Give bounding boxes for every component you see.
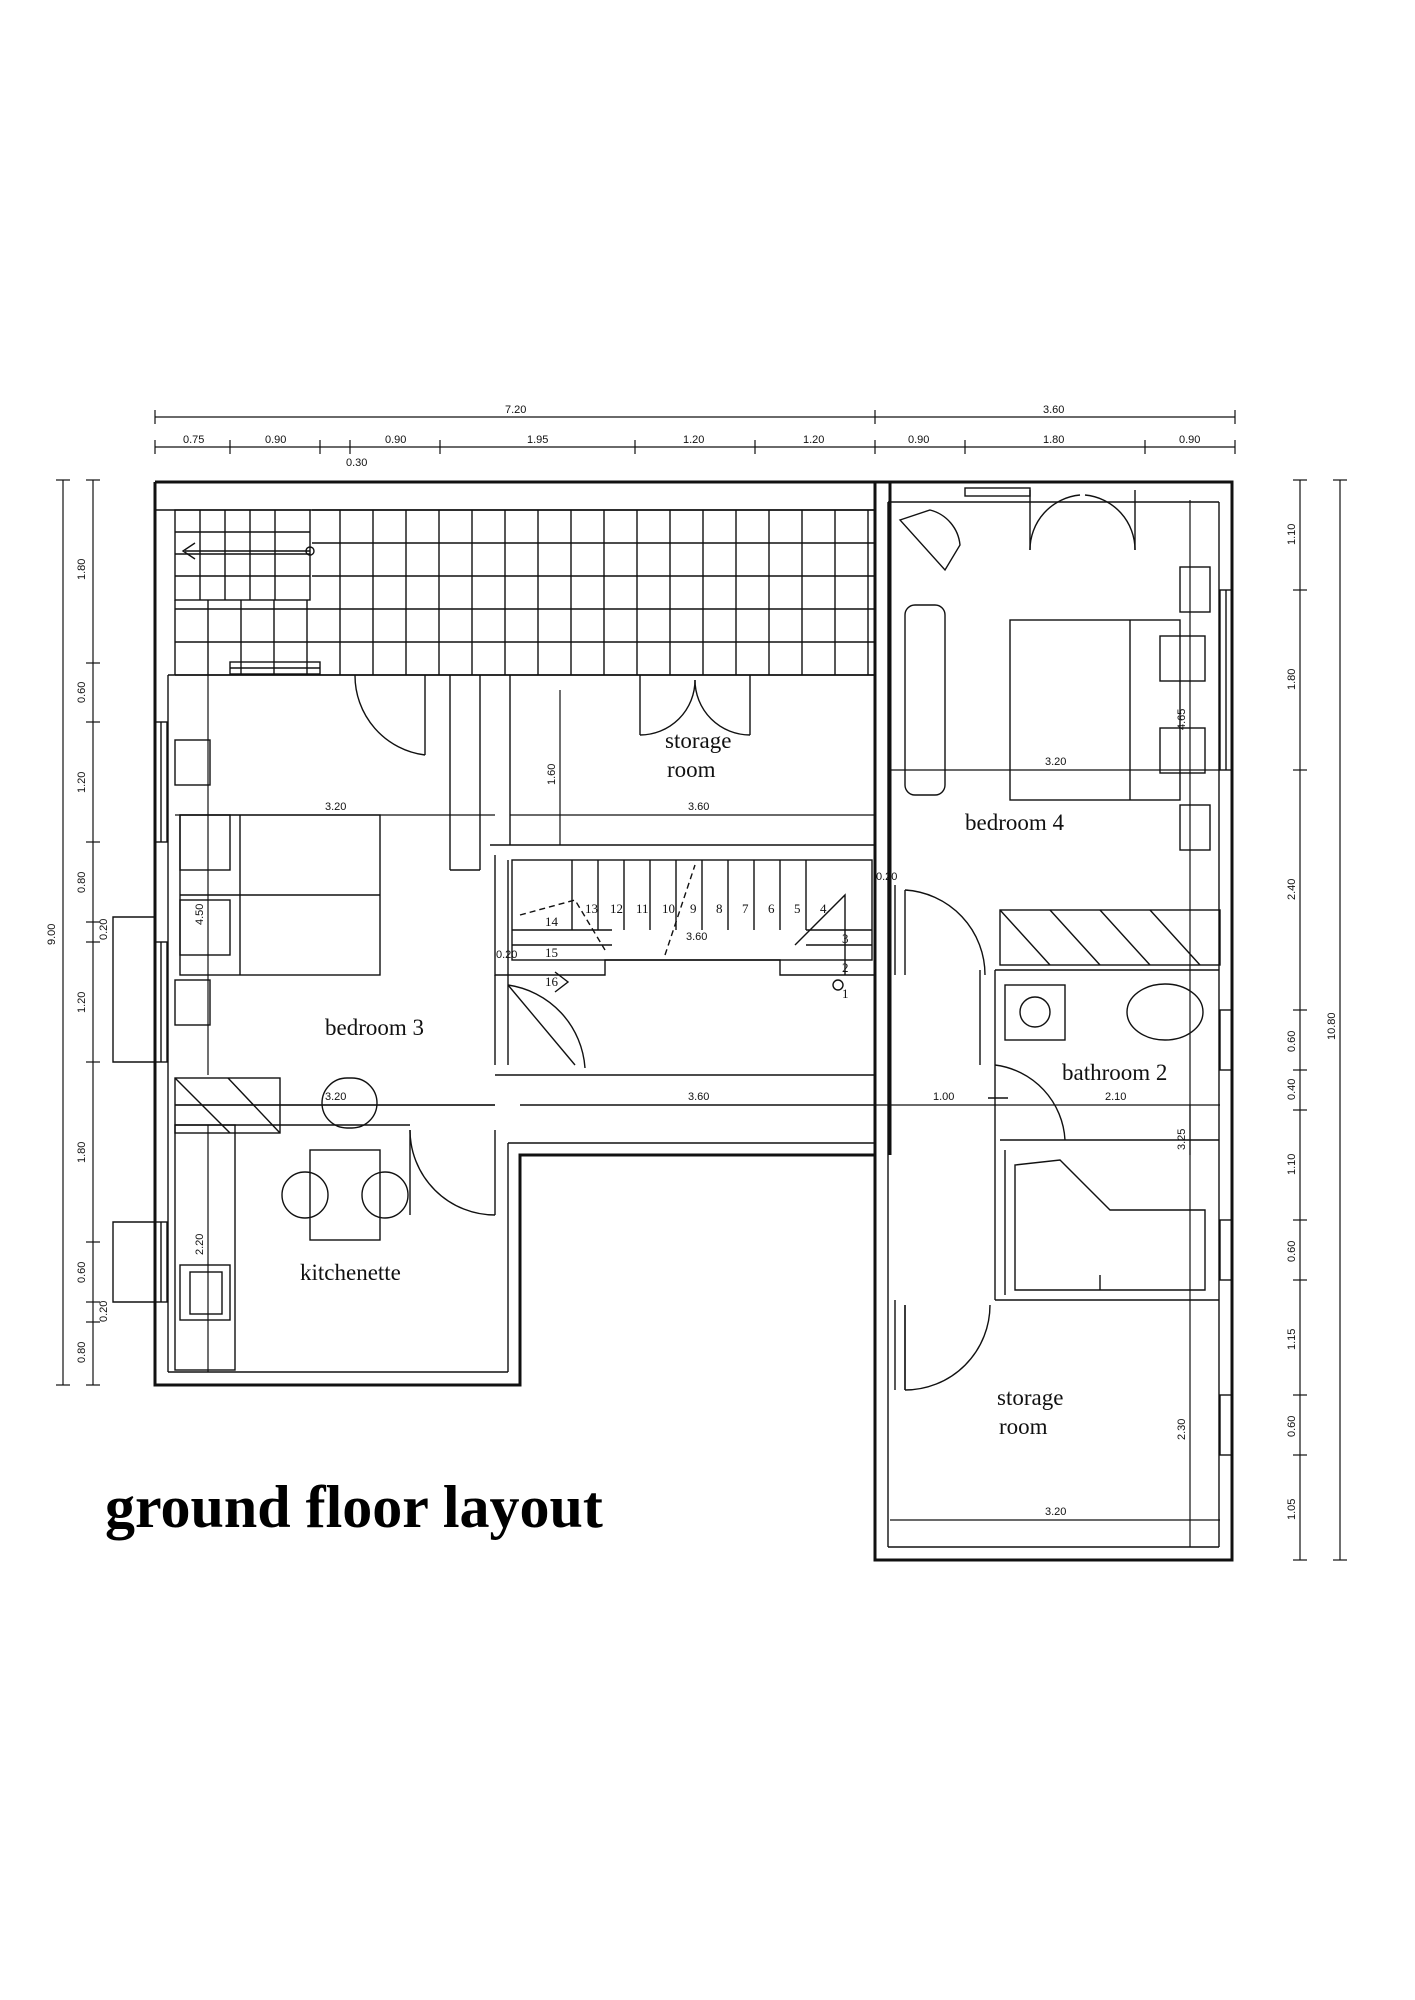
step-7: 7 — [742, 901, 749, 916]
room-label-storage-top-1: storage — [665, 728, 731, 753]
step-12: 12 — [610, 901, 623, 916]
dim-right-seg-4: 0.60 — [1286, 1031, 1298, 1052]
dim-top-overall-right: 3.60 — [1043, 404, 1064, 416]
dim-stair-small-left: 0.20 — [496, 949, 517, 961]
dim-top-seg-9: 0.90 — [1179, 434, 1200, 446]
step-9: 9 — [690, 901, 697, 916]
dim-right-seg-5: 0.40 — [1286, 1079, 1298, 1100]
dim-right-seg-6: 1.10 — [1286, 1154, 1298, 1175]
step-13: 13 — [585, 901, 598, 916]
dim-top-seg-5: 1.20 — [683, 434, 704, 446]
right-dimensions: 1.10 1.80 2.40 0.60 0.40 1.10 0.60 1.15 … — [1286, 479, 1347, 1561]
room-label-storage-top-2: room — [667, 757, 716, 782]
main-stair — [511, 859, 873, 993]
step-15: 15 — [545, 945, 558, 960]
dim-top-seg-2: 0.90 — [265, 434, 286, 446]
step-1: 1 — [842, 986, 849, 1001]
dim-top-seg-3: 0.90 — [385, 434, 406, 446]
dim-right-seg-1: 1.10 — [1286, 524, 1298, 545]
dim-stair-width: 3.60 — [686, 931, 707, 943]
dim-right-seg-9: 0.60 — [1286, 1416, 1298, 1437]
dim-right-seg-7: 0.60 — [1286, 1241, 1298, 1262]
room-label-bedroom-3: bedroom 3 — [325, 1015, 424, 1040]
dim-storage-width: 3.60 — [688, 801, 709, 813]
dim-corridor-door: 1.00 — [933, 1091, 954, 1103]
dim-left-seg-10: 0.80 — [76, 1342, 88, 1363]
dim-left-seg-8: 0.60 — [76, 1262, 88, 1283]
step-14: 14 — [545, 914, 559, 929]
dim-bedroom4-width: 3.20 — [1045, 756, 1066, 768]
entry-stair — [174, 509, 315, 601]
room-label-kitchenette: kitchenette — [300, 1260, 401, 1285]
step-8: 8 — [716, 901, 723, 916]
dim-right-overall: 10.80 — [1326, 1012, 1338, 1040]
step-10: 10 — [662, 901, 675, 916]
dim-left-seg-4: 0.80 — [76, 872, 88, 893]
plan-title: ground floor layout — [105, 1474, 603, 1540]
kitchen-table — [309, 1149, 381, 1241]
room-label-storage-bottom-1: storage — [997, 1385, 1063, 1410]
dim-storage-bottom-height: 2.30 — [1176, 1419, 1188, 1440]
dim-kitchen-height: 2.20 — [194, 1234, 206, 1255]
step-6: 6 — [768, 901, 775, 916]
dim-top-small: 0.30 — [346, 457, 367, 469]
dim-right-seg-8: 1.15 — [1286, 1329, 1298, 1350]
room-labels: storage room bedroom 4 bedroom 3 bathroo… — [300, 728, 1167, 1439]
step-5: 5 — [794, 901, 801, 916]
exterior-walls — [153, 480, 1234, 1562]
room-label-bedroom-4: bedroom 4 — [965, 810, 1065, 835]
dim-top-seg-1: 0.75 — [183, 434, 204, 446]
dim-right-seg-3: 2.40 — [1286, 879, 1298, 900]
dim-top-overall-left: 7.20 — [505, 404, 526, 416]
windows — [154, 487, 1233, 1456]
room-label-bathroom-2: bathroom 2 — [1062, 1060, 1167, 1085]
dim-storage-height: 1.60 — [546, 764, 558, 785]
dim-top-seg-4: 1.95 — [527, 434, 548, 446]
stair-numbers: 13 12 11 10 9 8 7 6 5 4 14 15 16 3 2 1 — [545, 901, 849, 1001]
dim-left-overall: 9.00 — [46, 924, 58, 945]
top-dimensions: 7.20 3.60 0.75 0.90 0.90 1.95 1.20 1.20 … — [154, 404, 1236, 469]
dim-right-seg-10: 1.05 — [1286, 1499, 1298, 1520]
dim-bedroom4-height: 4.65 — [1176, 709, 1188, 730]
dim-left-seg-6: 1.20 — [76, 992, 88, 1013]
dim-left-seg-7: 1.80 — [76, 1142, 88, 1163]
step-3: 3 — [842, 931, 849, 946]
dim-right-seg-2: 1.80 — [1286, 669, 1298, 690]
dim-bedroom3-height: 4.50 — [194, 904, 206, 925]
dim-top-seg-6: 1.20 — [803, 434, 824, 446]
dim-bedroom3-width: 3.20 — [325, 801, 346, 813]
step-16: 16 — [545, 974, 559, 989]
dim-left-seg-3: 1.20 — [76, 772, 88, 793]
left-dimensions: 9.00 1.80 0.60 1.20 0.80 0.20 1.20 1.80 … — [46, 479, 155, 1386]
room-label-storage-bottom-2: room — [999, 1414, 1048, 1439]
doors — [354, 490, 1136, 1391]
dim-storage-bottom-width: 3.20 — [1045, 1506, 1066, 1518]
dim-left-seg-5: 0.20 — [98, 919, 110, 940]
dim-corridor-bedroom3: 3.20 — [325, 1091, 346, 1103]
step-4: 4 — [820, 901, 827, 916]
dim-corridor-mid: 3.60 — [688, 1091, 709, 1103]
dim-stair-small-right: 0.20 — [876, 871, 897, 883]
dim-top-seg-8: 1.80 — [1043, 434, 1064, 446]
bed-bedroom-4 — [1009, 619, 1181, 801]
interior-dimensions: 3.20 4.50 1.60 3.60 3.20 4.65 0.20 0.20 … — [175, 500, 1220, 1547]
dim-left-seg-1: 1.80 — [76, 559, 88, 580]
dim-bathroom-width: 2.10 — [1105, 1091, 1126, 1103]
dim-top-seg-7: 0.90 — [908, 434, 929, 446]
dim-left-seg-9: 0.20 — [98, 1301, 110, 1322]
step-2: 2 — [842, 960, 849, 975]
dim-left-seg-2: 0.60 — [76, 682, 88, 703]
terrace-tiles — [174, 509, 875, 676]
dim-bathroom-height: 3.25 — [1176, 1129, 1188, 1150]
step-11: 11 — [636, 901, 649, 916]
